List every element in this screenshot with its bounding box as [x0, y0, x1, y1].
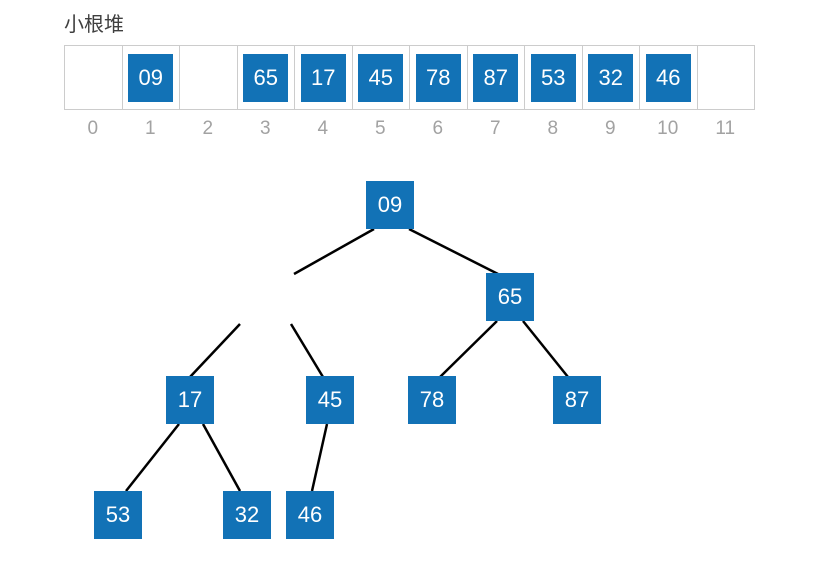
tree-edge: [310, 423, 329, 492]
array-cell-7: 87: [466, 45, 525, 110]
index-label: 6: [432, 118, 444, 139]
array-cell-2: [179, 45, 238, 110]
array-value-box: 78: [415, 53, 461, 102]
tree-edge: [289, 323, 325, 378]
array-value-box: 46: [645, 53, 691, 102]
array-cell-10: 46: [639, 45, 698, 110]
array-value-box: 65: [243, 53, 289, 102]
tree-edge: [189, 323, 241, 378]
array-cell-1: 09: [121, 45, 180, 110]
tree-edge: [201, 423, 242, 492]
index-label: 0: [87, 118, 99, 139]
index-label: 10: [657, 118, 679, 139]
tree-node-65: 65: [486, 273, 534, 321]
index-row: 0 1 2 3 4 5 6 7 8 9 10 11: [64, 116, 754, 142]
array-value-box: 32: [588, 53, 634, 102]
tree-node-78: 78: [408, 376, 456, 424]
tree-edge: [408, 227, 499, 276]
index-label: 8: [547, 118, 559, 139]
array-cell-11: [696, 45, 755, 110]
array-cell-9: 32: [581, 45, 640, 110]
index-label: 5: [374, 118, 386, 139]
array-value-box: 45: [358, 53, 404, 102]
array-value-box: 53: [530, 53, 576, 102]
array-value-box: 87: [473, 53, 519, 102]
array-value-box: 17: [300, 53, 346, 102]
tree-node-46: 46: [286, 491, 334, 539]
tree-edge: [439, 320, 498, 378]
index-label: 3: [259, 118, 271, 139]
index-label: 2: [202, 118, 214, 139]
tree-node-45: 45: [306, 376, 354, 424]
tree-node-09: 09: [366, 181, 414, 229]
index-label: 9: [604, 118, 616, 139]
array-cell-6: 78: [409, 45, 468, 110]
tree-node-53: 53: [94, 491, 142, 539]
tree-node-87: 87: [553, 376, 601, 424]
page-title: 小根堆: [64, 14, 124, 36]
array-cell-3: 65: [236, 45, 295, 110]
index-label: 11: [715, 118, 736, 139]
tree-node-17: 17: [166, 376, 214, 424]
array-cell-4: 17: [294, 45, 353, 110]
tree-edge: [125, 423, 180, 492]
tree-node-32: 32: [223, 491, 271, 539]
tree-edge: [293, 227, 375, 276]
array-cell-8: 53: [524, 45, 583, 110]
index-label: 1: [144, 118, 156, 139]
array-value-box: 09: [128, 53, 174, 102]
array-row: 09 65 17 45 78 87 53 32 46: [64, 45, 755, 110]
index-label: 7: [489, 118, 501, 139]
tree-edge: [522, 320, 569, 378]
index-label: 4: [317, 118, 329, 139]
